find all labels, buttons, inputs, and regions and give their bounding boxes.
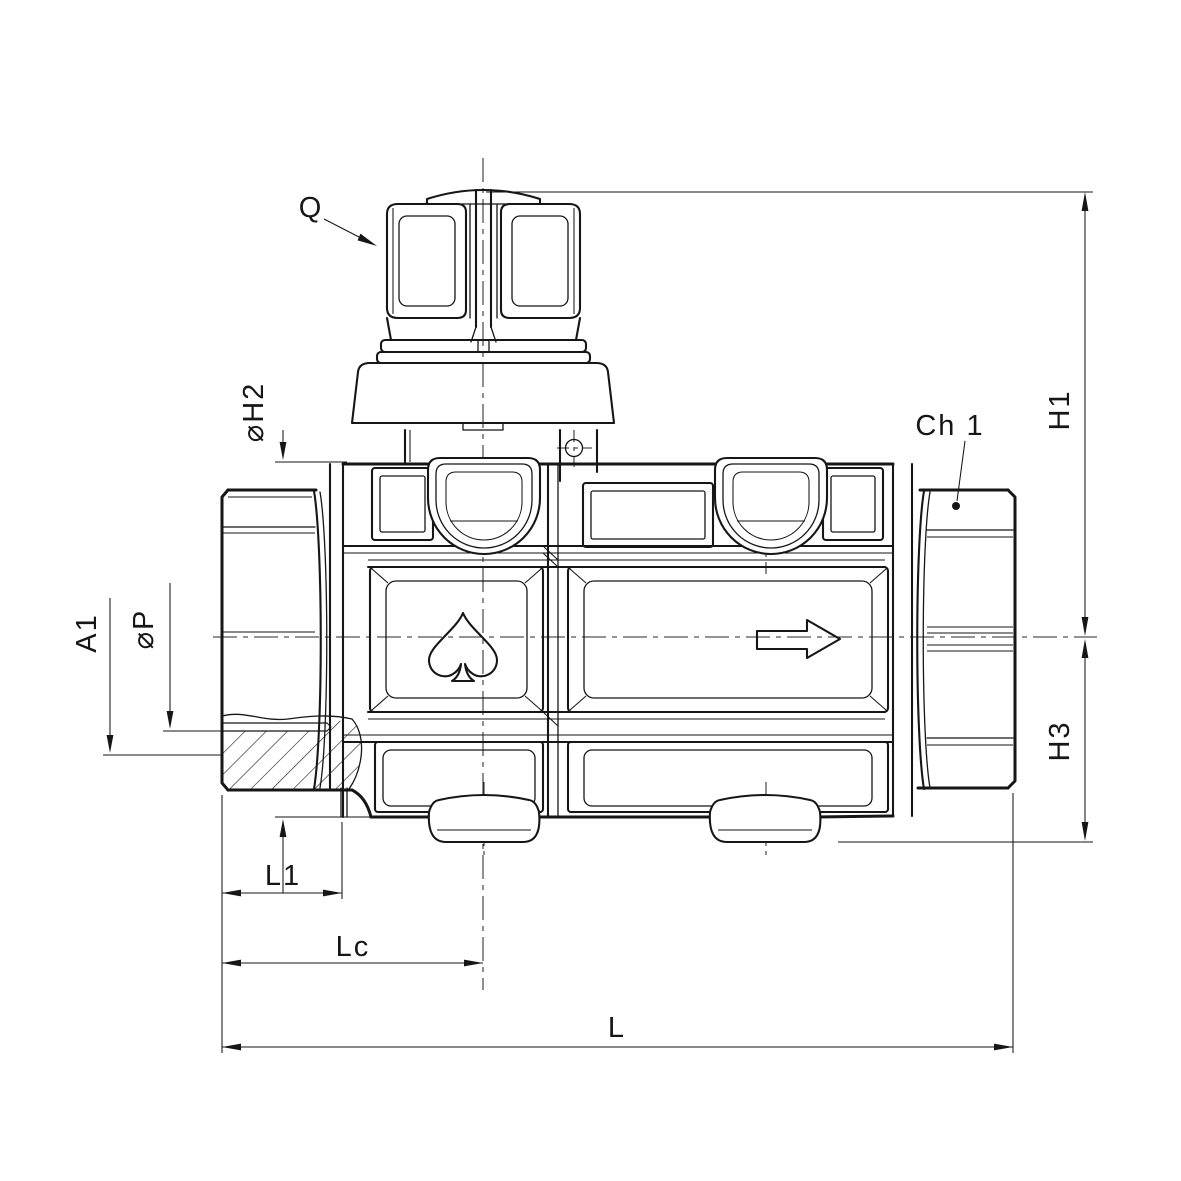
body-bottom-contour	[350, 788, 895, 819]
dimension-label-h1: H1	[1044, 389, 1076, 430]
right-flange	[891, 462, 914, 818]
extension-lines	[103, 191, 1093, 1053]
dimension-label-l1: L1	[265, 860, 301, 892]
bottom-boss-left	[427, 793, 541, 844]
dimension-label-lc: Lc	[336, 931, 371, 963]
valve-body	[220, 456, 1017, 844]
body-panels	[368, 466, 890, 814]
dimension-label-l: L	[608, 1012, 626, 1044]
handwheel-knob	[375, 188, 592, 365]
stem-boss-right	[713, 456, 829, 555]
dimension-label-a1: A1	[71, 613, 103, 652]
dimension-a1: A1	[71, 598, 114, 753]
dimensions: H1 H3 ⌀H2 A1 ⌀P	[71, 191, 1093, 1053]
dimension-label-phi-h2: ⌀H2	[238, 382, 270, 443]
dimension-label-phi-p: ⌀P	[128, 609, 160, 650]
callout-ch1: Ch 1	[915, 410, 984, 510]
callout-label-q: Q	[299, 192, 324, 224]
flow-arrow-icon	[755, 618, 842, 660]
dimension-l: L	[222, 1012, 1013, 1051]
body-seam	[542, 462, 559, 818]
stem-boss-left	[426, 456, 542, 555]
callout-q: Q	[299, 192, 377, 246]
stem-neck	[403, 428, 599, 483]
callout-label-ch1: Ch 1	[915, 410, 984, 442]
dimension-h1: H1	[1044, 192, 1089, 636]
spade-mark	[427, 611, 499, 683]
dimension-h3: H3	[1044, 639, 1089, 841]
dimension-phi-h2: ⌀H2	[238, 382, 287, 893]
bottom-boss-right	[708, 793, 822, 844]
bonnet	[350, 361, 616, 431]
dimension-phi-p: ⌀P	[128, 583, 174, 729]
dimension-lc: Lc	[222, 931, 483, 967]
dimension-label-h3: H3	[1044, 720, 1076, 761]
stem-pin-hole	[564, 438, 584, 458]
dimension-l1: L1	[222, 860, 342, 897]
right-hex-nut	[916, 488, 1017, 791]
centerlines	[213, 158, 1097, 990]
section-cutaway	[221, 713, 363, 790]
